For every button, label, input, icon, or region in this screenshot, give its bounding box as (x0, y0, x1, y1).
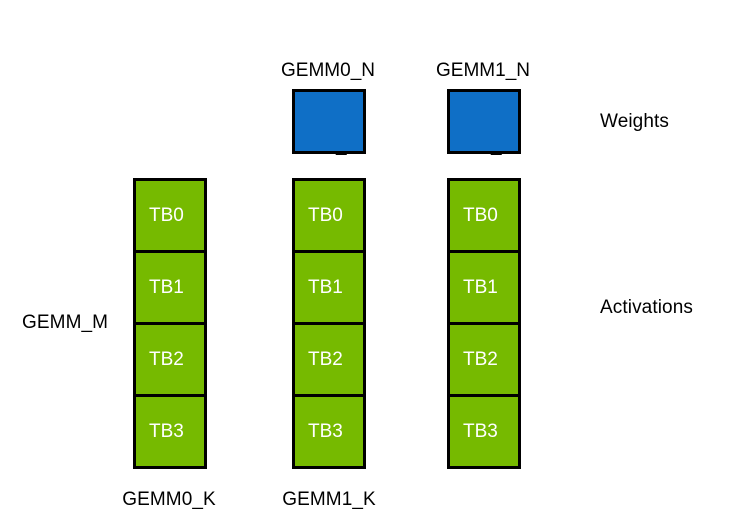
table-cell: TB1 (292, 250, 366, 325)
weights-legend-label: Weights (600, 111, 669, 132)
cell-label: TB3 (463, 420, 498, 442)
gemm0-n-label-line1: GEMM0_N (281, 60, 375, 81)
cell-label: TB0 (149, 204, 184, 226)
gemm1-activation-column: TB0 TB1 TB2 TB3 (447, 178, 521, 469)
cell-label: TB1 (308, 276, 343, 298)
cell-label: TB2 (149, 348, 184, 370)
table-cell: TB0 (133, 178, 207, 253)
gemm0-weight-tile (292, 89, 366, 154)
gemm1-n-label-line1: GEMM1_N (436, 60, 530, 81)
gemm1-weight-tile (447, 89, 521, 154)
cell-label: TB0 (463, 204, 498, 226)
gemm-m-column: TB0 TB1 TB2 TB3 (133, 178, 207, 469)
table-cell: TB3 (447, 394, 521, 469)
table-cell: TB3 (292, 394, 366, 469)
table-cell: TB2 (133, 322, 207, 397)
gemm0-activation-column: TB0 TB1 TB2 TB3 (292, 178, 366, 469)
table-cell: TB1 (133, 250, 207, 325)
table-cell: TB2 (292, 322, 366, 397)
gemm1-k-axis-label: GEMM1_K (282, 489, 376, 510)
gemm0-k-axis-label: GEMM0_K (122, 489, 216, 510)
cell-label: TB1 (463, 276, 498, 298)
cell-label: TB2 (463, 348, 498, 370)
gemm-m-axis-label: GEMM_M (22, 312, 109, 333)
cell-label: TB3 (308, 420, 343, 442)
table-cell: TB2 (447, 322, 521, 397)
cell-label: TB3 (149, 420, 184, 442)
table-cell: TB0 (292, 178, 366, 253)
cell-label: TB1 (149, 276, 184, 298)
cell-label: TB0 (308, 204, 343, 226)
table-cell: TB3 (133, 394, 207, 469)
table-cell: TB0 (447, 178, 521, 253)
activations-legend-label: Activations (600, 297, 693, 318)
cell-label: TB2 (308, 348, 343, 370)
table-cell: TB1 (447, 250, 521, 325)
